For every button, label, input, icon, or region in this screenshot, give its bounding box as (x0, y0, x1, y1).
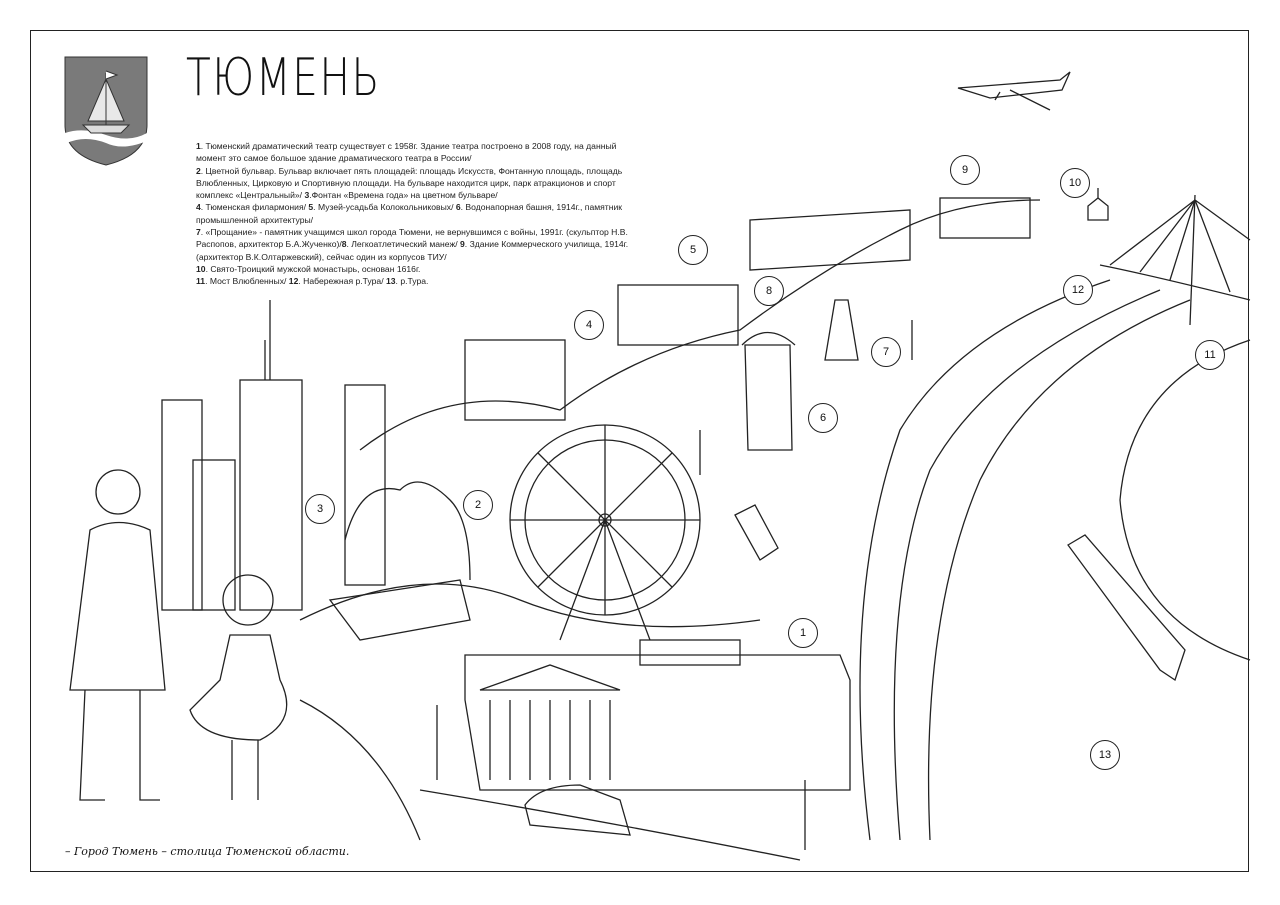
legend-number: 8 (341, 239, 347, 250)
callout-5: 5 (678, 235, 708, 265)
monument-drawing (824, 299, 859, 361)
legend-item: 9. Здание Коммерческого училища, 1914г.(… (196, 239, 628, 261)
legend-item: 4. Тюменская филармония/ (196, 202, 308, 212)
callout-12: 12 (1063, 275, 1093, 305)
legend-item: 7. «Прощание» - памятник учащимся школ г… (196, 227, 628, 249)
drama-theatre-drawing (464, 639, 851, 791)
philharmonic-drawing (464, 339, 566, 421)
college-drawing (939, 197, 1031, 239)
callout-11: 11 (1195, 340, 1225, 370)
page-frame (30, 30, 1249, 872)
legend-description: . Музей-усадьба Колокольниковых/ (313, 202, 456, 213)
manege-drawing (749, 209, 911, 271)
legend-number: 12 (288, 276, 299, 287)
legend-number: 3 (304, 190, 310, 201)
callout-6: 6 (808, 403, 838, 433)
ferris-wheel-drawing (509, 424, 701, 641)
legend-description: . Цветной бульвар. Бульвар включает пять… (196, 165, 623, 201)
callout-8: 8 (754, 276, 784, 306)
callout-3: 3 (305, 494, 335, 524)
callout-2: 2 (463, 490, 493, 520)
legend-item: 3.Фонтан «Времена года» на цветном бульв… (304, 190, 497, 200)
legend-description: . Тюменская филармония/ (200, 202, 309, 213)
legend-description: . р.Тура. (395, 276, 429, 287)
street-lamps-drawing (436, 320, 913, 850)
legend-number: 2 (196, 165, 201, 176)
page-title: ТЮМЕНЬ (186, 48, 381, 108)
callout-1: 1 (788, 618, 818, 648)
skyscrapers-drawing (161, 300, 386, 611)
bridge-drawing (1099, 194, 1251, 326)
legend-number: 5 (308, 202, 314, 213)
callout-7: 7 (871, 337, 901, 367)
girl-drawing (189, 574, 288, 800)
embankment-drawing (859, 279, 1161, 841)
legend-number: 7 (196, 227, 201, 238)
callout-10: 10 (1060, 168, 1090, 198)
legend-description: . Здание Коммерческого училища, 1914г.(а… (196, 239, 629, 262)
monastery-drawing (1087, 188, 1109, 221)
legend-description: .Фонтан «Времена года» на цветном бульва… (309, 190, 498, 201)
legend-item: 5. Музей-усадьба Колокольниковых/ (308, 202, 455, 212)
legend-text: 1. Тюменский драматический театр существ… (196, 140, 636, 288)
legend-number: 9 (460, 239, 465, 250)
legend-description: . «Прощание» - памятник учащимся школ го… (196, 227, 628, 250)
fountain-drawing (328, 481, 471, 641)
legend-number: 6 (455, 202, 461, 213)
museum-drawing (617, 284, 739, 346)
legend-description: . Легкоатлетический манеж/ (346, 239, 461, 250)
callout-9: 9 (950, 155, 980, 185)
legend-description: . Тюменский драматический театр существу… (196, 141, 617, 164)
legend-item: 10. Свято-Троицкий мужской монастырь, ос… (196, 264, 420, 274)
hills-drawing (299, 199, 1041, 628)
legend-item: 1. Тюменский драматический театр существ… (196, 141, 616, 163)
legend-description: . Свято-Троицкий мужской монастырь, осно… (205, 263, 421, 274)
road-drawing (299, 699, 801, 861)
legend-item: 2. Цветной бульвар. Бульвар включает пят… (196, 166, 622, 201)
legend-number: 11 (196, 276, 206, 287)
boat-drawing (1067, 534, 1186, 682)
water-tower-drawing (741, 332, 796, 451)
car-drawing (524, 784, 631, 836)
airplane-drawing (957, 71, 1071, 111)
legend-item: 12. Набережная р.Тура/ (289, 276, 386, 286)
legend-number: 13 (385, 276, 396, 287)
legend-item: 13. р.Тура. (386, 276, 428, 286)
legend-number: 10 (196, 263, 206, 274)
legend-description: . Набережная р.Тура/ (298, 276, 386, 287)
legend-item: 11. Мост Влюбленных/ (196, 276, 289, 286)
legend-item: 8. Легкоатлетический манеж/ (342, 239, 460, 249)
river-drawing (927, 299, 1251, 841)
legend-number: 1 (196, 141, 201, 151)
legend-number: 4 (196, 202, 201, 213)
callout-4: 4 (574, 310, 604, 340)
legend-description: . Водонапорная башня, 1914г., памятник п… (196, 202, 623, 225)
caption: – Город Тюмень – столица Тюменской облас… (65, 845, 350, 858)
car-drawing-2 (734, 504, 779, 561)
legend-item: 6. Водонапорная башня, 1914г., памятник … (196, 202, 622, 224)
man-drawing (69, 469, 166, 801)
legend-description: . Мост Влюбленных/ (205, 276, 289, 287)
coat-of-arms (64, 56, 148, 166)
callout-13: 13 (1090, 740, 1120, 770)
